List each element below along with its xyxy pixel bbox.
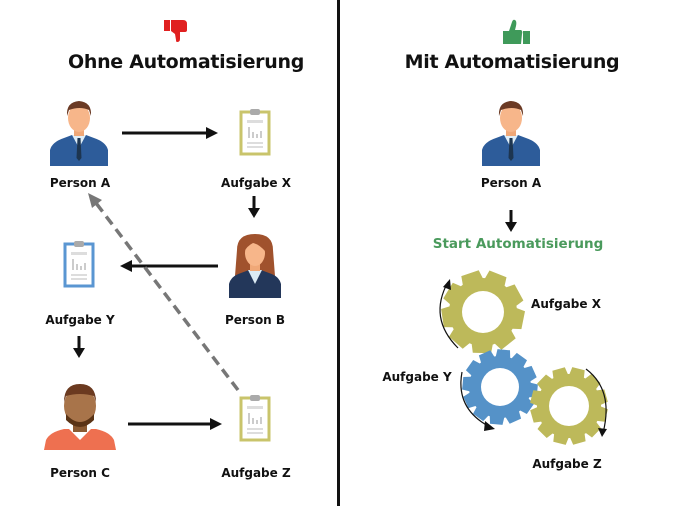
person-b-label: Person B bbox=[224, 313, 286, 327]
arrow-person-a-to-start bbox=[505, 210, 517, 232]
person-b-avatar bbox=[229, 234, 281, 298]
gear-y-hole bbox=[481, 368, 519, 406]
arrow-person-b-to-task-y bbox=[120, 260, 218, 272]
arrow-task-x-to-person-b bbox=[248, 196, 260, 218]
task-z-label: Aufgabe Z bbox=[221, 466, 291, 480]
gear-task-y-label: Aufgabe Y bbox=[382, 370, 452, 384]
person-a-avatar bbox=[50, 101, 108, 166]
arrow-person-c-to-task-z bbox=[128, 418, 222, 430]
gear-task-x-icon bbox=[441, 270, 525, 354]
rotation-arrow-gear-y-icon bbox=[460, 371, 495, 431]
gear-z-hole bbox=[549, 386, 589, 426]
person-a-label: Person A bbox=[49, 176, 111, 190]
start-automation-label: Start Automatisierung bbox=[432, 236, 604, 252]
left-title: Ohne Automatisierung bbox=[67, 51, 305, 73]
clipboard-task-x-icon bbox=[239, 109, 271, 156]
thumbs-up-icon bbox=[503, 19, 530, 44]
clipboard-task-y-icon bbox=[63, 241, 95, 288]
gear-y-body bbox=[462, 349, 538, 425]
thumbs-down-icon bbox=[164, 20, 187, 42]
gear-x-hole bbox=[462, 291, 504, 333]
gear-task-z-label: Aufgabe Z bbox=[532, 457, 602, 471]
rotation-arrow-gear-x-icon bbox=[439, 279, 459, 349]
gear-x-body bbox=[441, 270, 525, 354]
person-a-label-right: Person A bbox=[480, 176, 542, 190]
panel-divider bbox=[337, 0, 340, 506]
gear-task-z-icon bbox=[530, 367, 608, 445]
person-c-avatar bbox=[44, 384, 116, 450]
arrow-person-a-to-task-x bbox=[122, 127, 218, 139]
clipboard-task-z-icon bbox=[239, 395, 271, 442]
person-c-label: Person C bbox=[50, 466, 110, 480]
person-a-avatar-right bbox=[482, 101, 540, 166]
right-title: Mit Automatisierung bbox=[404, 51, 620, 73]
task-y-label: Aufgabe Y bbox=[45, 313, 115, 327]
arrow-task-y-to-person-c bbox=[73, 336, 85, 358]
gear-z-body bbox=[530, 367, 608, 445]
task-x-label: Aufgabe X bbox=[221, 176, 291, 190]
gear-task-y-icon bbox=[462, 349, 538, 425]
gear-task-x-label: Aufgabe X bbox=[531, 297, 601, 311]
rotation-arrow-gear-z-icon bbox=[585, 368, 607, 437]
